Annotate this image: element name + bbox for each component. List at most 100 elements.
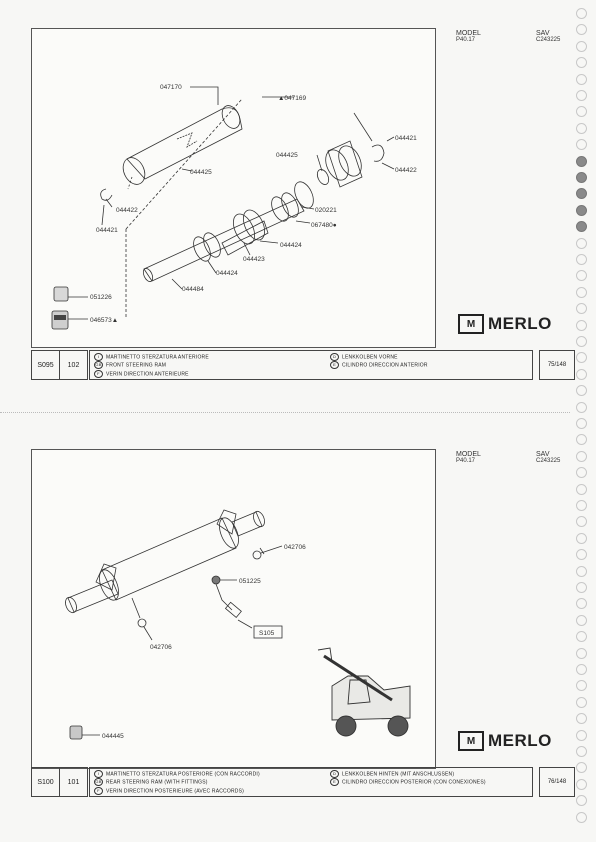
rear-ram-diagram: 042706 051225 042706 S105 044445 (65, 509, 411, 740)
lang-it-badge: I (94, 353, 103, 361)
cylinder-barrel (126, 107, 243, 180)
part-042706b: 042706 (150, 644, 172, 651)
part-044484: 044484 (182, 286, 204, 293)
lang-f-badge: F (94, 369, 103, 378)
table-code: S095 (31, 350, 60, 380)
binder-hole (576, 40, 587, 52)
binder-hole (576, 352, 587, 364)
binder-hole (576, 483, 587, 495)
model-label: MODEL (456, 30, 481, 37)
sav-header: SAV C243225 (536, 30, 560, 44)
binder-hole (576, 696, 587, 708)
page-number: 75/148 (539, 350, 575, 380)
model-value: P40.17 (456, 37, 476, 43)
front-ram-exploded-diagram: 047170 ▲047169 044421 044422 044425 0444… (51, 84, 417, 330)
part-051225: 051225 (239, 578, 261, 585)
ref-s105-box (253, 625, 283, 639)
desc-french: VERIN DIRECTION POSTERIEURE (AVEC RACCOR… (106, 787, 244, 794)
binder-hole (576, 549, 587, 561)
assembly-diagram-frame: 042706 051225 042706 S105 044445 (31, 449, 436, 769)
binder-hole (576, 565, 587, 577)
binder-hole (576, 401, 587, 413)
binder-hole (576, 795, 587, 807)
binder-hole (576, 746, 587, 757)
binder-hole (576, 204, 587, 216)
merlo-mark: M (458, 731, 484, 751)
binder-hole (576, 270, 587, 282)
binder-hole (576, 188, 587, 200)
part-044424b: 044424 (216, 270, 238, 277)
binder-hole (576, 237, 587, 249)
seal-kit-box (53, 286, 69, 302)
binder-hole (576, 303, 587, 315)
lang-e-badge: E (330, 778, 339, 787)
binder-hole (576, 336, 587, 347)
part-044445: 044445 (102, 733, 124, 740)
binder-hole (576, 221, 587, 233)
group-number: 101 (59, 767, 88, 797)
binder-hole (576, 139, 587, 151)
binder-hole (576, 713, 587, 725)
seal-kit-box (69, 725, 83, 740)
binder-hole (576, 8, 587, 19)
desc-english: REAR STEERING RAM (WITH FITTINGS) (106, 779, 208, 786)
desc-italian: MARTINETTO STERZATURA ANTERIORE (106, 354, 209, 361)
part-044421a: 044421 (395, 135, 417, 142)
part-044423: 044423 (243, 256, 265, 263)
lang-gb-badge: GB (94, 778, 103, 787)
part-047169: ▲047169 (278, 95, 307, 102)
binder-hole (576, 434, 587, 446)
binder-hole (576, 57, 587, 69)
lang-f-badge: F (94, 786, 103, 795)
ref-s105: S105 (259, 630, 275, 637)
binder-hole (576, 664, 587, 675)
part-051226: 051226 (90, 294, 112, 301)
part-046573: 046573▲ (90, 317, 118, 324)
telehandler-illustration (317, 647, 411, 737)
binder-hole (576, 24, 587, 36)
binder-hole (576, 680, 587, 692)
binder-hole (576, 778, 587, 790)
merlo-logo: M MERLO (458, 314, 552, 334)
part-044421b: 044421 (96, 227, 118, 234)
binder-hole (576, 631, 587, 643)
part-042706a: 042706 (284, 544, 306, 551)
desc-spanish: CILINDRO DIRECCION ANTERIOR (342, 362, 428, 369)
binder-hole (576, 286, 587, 298)
part-044424a: 044424 (280, 242, 302, 249)
binder-hole (576, 532, 587, 544)
binder-hole (576, 172, 587, 183)
binder-hole (576, 598, 587, 610)
cylinder-barrel (101, 517, 237, 601)
part-020221: 020221 (315, 207, 337, 214)
sav-label: SAV (536, 30, 550, 37)
parts-sheet-front-ram: MODEL P40.17 SAV C243225 (31, 28, 575, 380)
part-044422a: 044422 (395, 167, 417, 174)
desc-english: FRONT STEERING RAM (106, 362, 167, 369)
lang-it-badge: I (94, 770, 103, 778)
model-header: MODEL P40.17 (456, 30, 481, 44)
merlo-logo: M MERLO (458, 731, 552, 751)
part-044425a: 044425 (276, 152, 298, 159)
binder-hole (576, 368, 587, 380)
binder-hole (576, 614, 587, 626)
binder-holes (576, 8, 590, 838)
part-044425b: 044425 (190, 169, 212, 176)
exploded-diagram-frame: 047170 ▲047169 044421 044422 044425 0444… (31, 28, 436, 348)
desc-german: LENKKOLBEN VORNE (342, 354, 398, 361)
desc-spanish: CILINDRO DIRECCION POSTERIOR (CON CONEXI… (342, 779, 486, 786)
binder-hole (576, 467, 587, 479)
lang-e-badge: E (330, 361, 339, 370)
sav-value: C243225 (536, 458, 561, 464)
page-number: 76/148 (539, 767, 575, 797)
binder-hole (576, 516, 587, 528)
merlo-wordmark: MERLO (488, 314, 552, 333)
parts-sheet-rear-ram: MODEL P40.17 SAV C243225 (0, 421, 596, 842)
binder-hole (576, 155, 587, 167)
desc-italian: MARTINETTO STERZATURA POSTERIORE (CON RA… (106, 771, 260, 778)
group-number: 102 (59, 350, 88, 380)
desc-french: VERIN DIRECTION ANTERIEURE (106, 370, 189, 377)
